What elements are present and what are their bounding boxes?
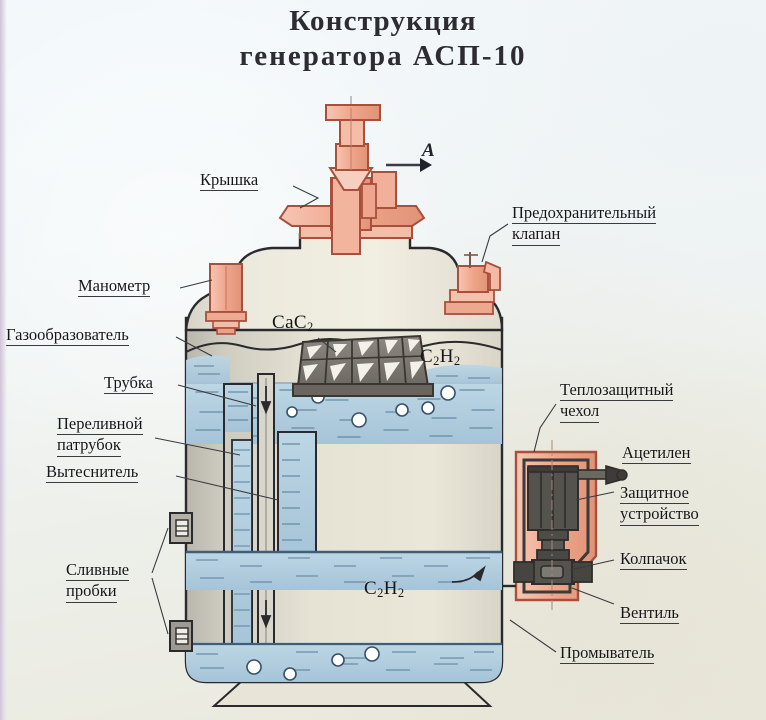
label-protective-device: Защитное устройство <box>620 483 699 526</box>
formula-acetylene-lower: C2H2 <box>364 578 405 600</box>
middle-water-level <box>186 550 502 590</box>
label-lid: Крышка <box>200 170 259 192</box>
carbide-basket <box>292 334 434 397</box>
upper-water-left-wedge <box>186 355 230 384</box>
washer-unit <box>451 440 628 610</box>
label-overflow-pipe: Переливной патрубок <box>57 414 143 457</box>
leader-lines <box>151 158 620 653</box>
label-manometer: Манометр <box>78 276 151 298</box>
section-marker-a: A <box>422 140 435 161</box>
title-line-1: Конструкция <box>289 5 477 37</box>
lid-assembly <box>278 104 426 255</box>
formula-calcium-carbide: CaC2 <box>272 312 314 334</box>
safety-valve <box>444 252 501 315</box>
base-stand <box>211 679 493 707</box>
label-acetylene: Ацетилен <box>622 443 691 465</box>
page-title: Конструкция генератора АСП-10 <box>0 4 766 75</box>
label-tube: Трубка <box>104 373 154 395</box>
label-safety-valve: Предохранительный клапан <box>512 203 657 246</box>
title-line-2: генератора АСП-10 <box>239 40 527 73</box>
acetylene-outlet <box>577 464 628 486</box>
drain-plug-lower <box>169 620 193 652</box>
manometer <box>205 263 247 335</box>
formula-acetylene-upper: C2H2 <box>420 346 461 368</box>
label-displacer: Вытеснитель <box>46 462 139 484</box>
label-drain-plugs: Сливные пробки <box>66 560 130 603</box>
label-valve: Вентиль <box>620 603 679 625</box>
label-heat-cover: Теплозащитный чехол <box>560 380 674 423</box>
upper-water-right-wedge <box>420 364 502 384</box>
displacer-chamber <box>223 383 317 657</box>
drain-plug-upper <box>169 512 193 544</box>
label-gas-former: Газообразователь <box>6 325 129 347</box>
label-cap: Колпачок <box>620 549 687 571</box>
label-washer: Промыватель <box>560 643 655 665</box>
bottom-water <box>186 642 502 682</box>
